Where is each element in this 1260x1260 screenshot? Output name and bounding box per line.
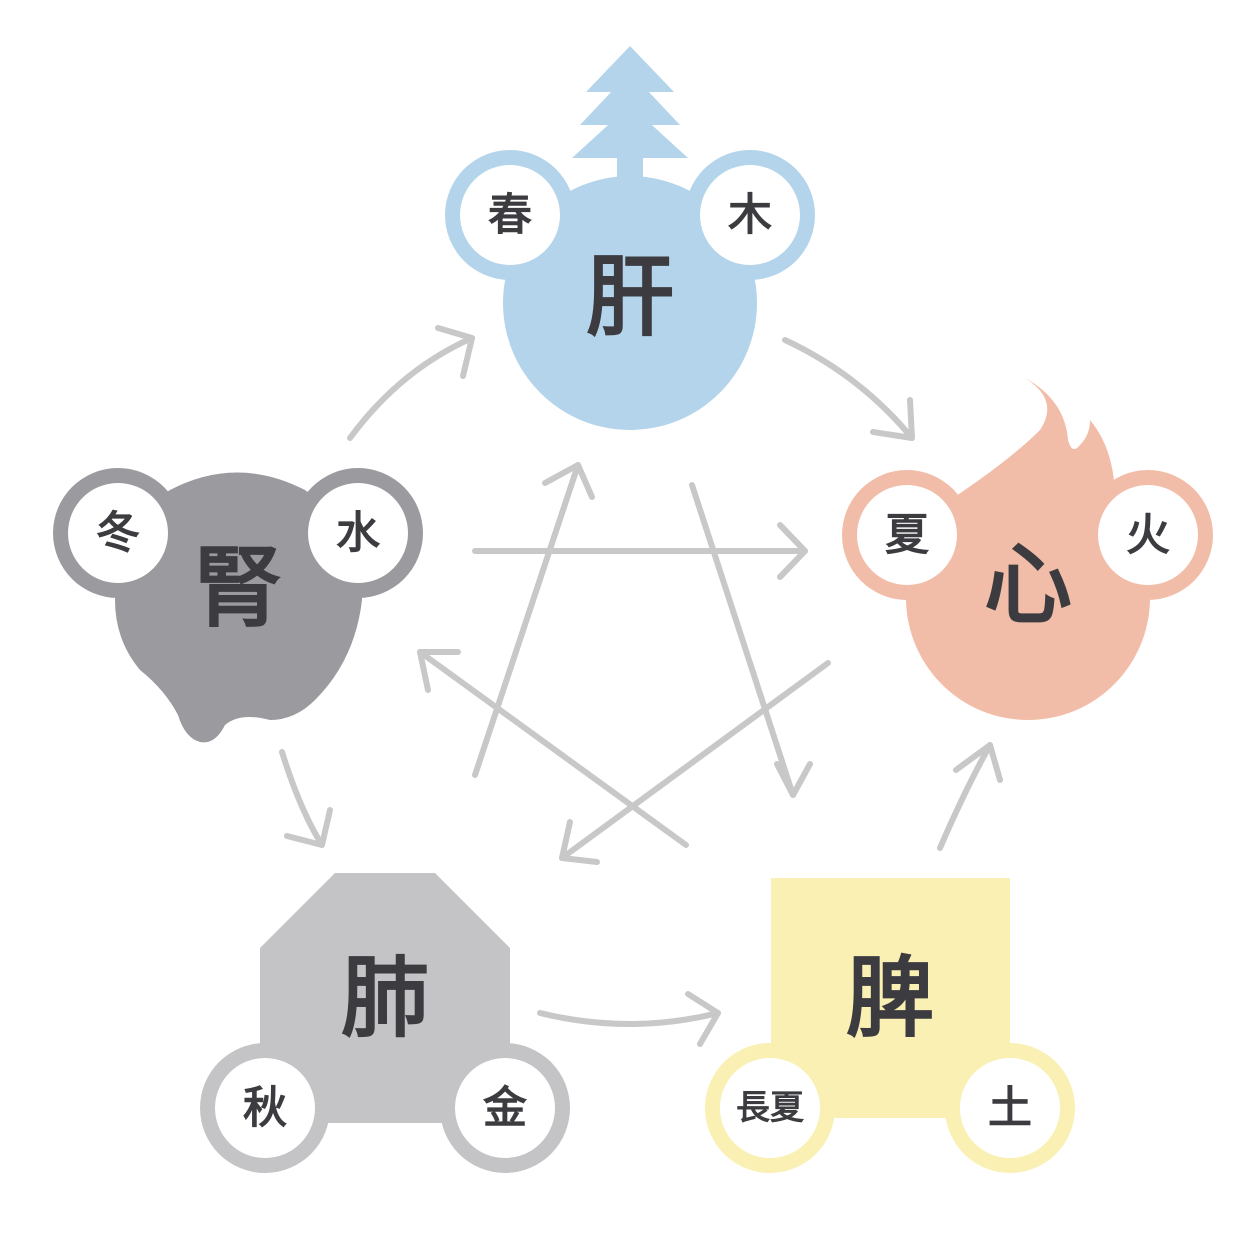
arrow-lung-to-spleen bbox=[537, 991, 721, 1047]
kidney-organ: 腎 bbox=[194, 537, 282, 640]
lung-element: 金 bbox=[482, 1083, 528, 1134]
lung-node: 秋 金 肺 bbox=[200, 873, 570, 1173]
liver-element: 木 bbox=[728, 190, 772, 241]
spleen-node: 長夏 土 脾 bbox=[705, 878, 1075, 1173]
arrow-liver-to-spleen bbox=[689, 482, 813, 798]
season-badge bbox=[68, 483, 168, 583]
element-badge bbox=[700, 165, 800, 265]
liver-node: 春 木 肝 bbox=[445, 46, 815, 430]
heart-season: 夏 bbox=[885, 510, 930, 561]
arrow-spleen-to-kidney bbox=[417, 649, 689, 848]
kidney-element: 水 bbox=[336, 508, 381, 559]
arrow-kidney-to-lung bbox=[279, 749, 333, 848]
heart-organ: 心 bbox=[984, 534, 1072, 637]
element-badge bbox=[1098, 485, 1198, 585]
spleen-season: 長夏 bbox=[736, 1088, 805, 1128]
spleen-organ: 脾 bbox=[846, 947, 934, 1050]
arrow-kidney-to-heart bbox=[472, 522, 808, 580]
season-badge bbox=[215, 1058, 315, 1158]
heart-node: 夏 火 心 bbox=[842, 378, 1213, 720]
arrow-heart-to-spleen bbox=[937, 742, 1003, 851]
lung-organ: 肺 bbox=[341, 947, 429, 1050]
controlling-cycle-arrows bbox=[417, 462, 831, 865]
season-badge bbox=[857, 485, 957, 585]
tree-icon bbox=[572, 46, 688, 190]
kidney-season: 冬 bbox=[96, 508, 140, 559]
element-badge bbox=[308, 483, 408, 583]
lung-season: 秋 bbox=[243, 1083, 287, 1134]
arrow-kidney-to-liver bbox=[347, 325, 475, 441]
kidney-node: 冬 水 腎 bbox=[53, 468, 423, 743]
generating-cycle-arrows bbox=[279, 325, 1003, 1047]
element-badge bbox=[960, 1058, 1060, 1158]
liver-season: 春 bbox=[488, 190, 532, 241]
arrow-heart-to-lung bbox=[559, 660, 831, 865]
heart-element: 火 bbox=[1126, 510, 1170, 561]
element-badge bbox=[455, 1058, 555, 1158]
season-badge bbox=[720, 1058, 820, 1158]
arrow-lung-to-liver bbox=[472, 462, 595, 778]
arrow-liver-to-heart bbox=[782, 337, 915, 441]
season-badge bbox=[460, 165, 560, 265]
octagon-metal-icon bbox=[260, 873, 510, 1123]
spleen-element: 土 bbox=[988, 1083, 1032, 1134]
liver-organ: 肝 bbox=[586, 246, 674, 349]
